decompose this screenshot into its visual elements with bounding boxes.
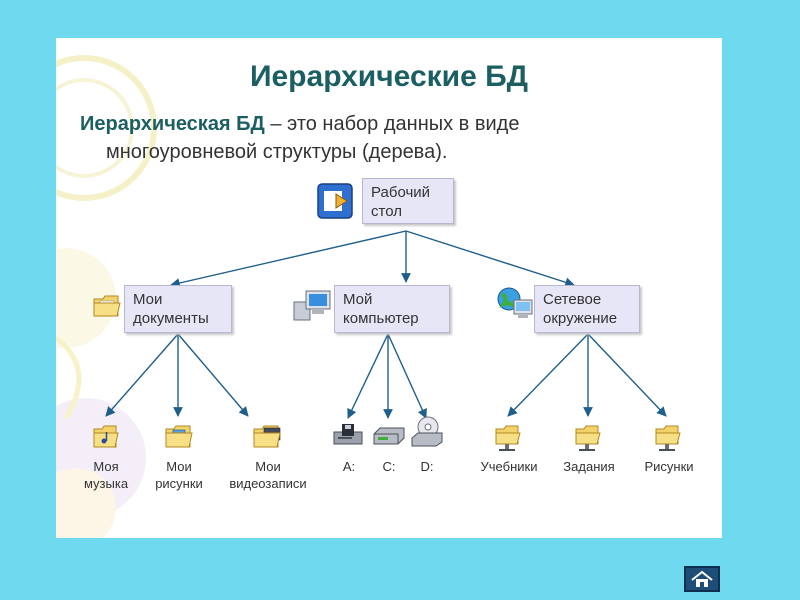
definition-line2: многоуровневой структуры (дерева). bbox=[106, 141, 448, 163]
leaf-my-music-line2: музыка bbox=[83, 476, 129, 491]
leaf-textbooks[interactable]: Учебники bbox=[480, 459, 538, 474]
node-network-line2: окружение bbox=[543, 310, 618, 327]
leaf-my-videos[interactable]: Мои видеозаписи bbox=[218, 458, 318, 492]
connector-computer-a bbox=[347, 333, 389, 419]
connector-root-network bbox=[405, 230, 575, 287]
node-my-documents-line1: Мои bbox=[133, 291, 163, 308]
slide: Иерархические БД Иерархическая БД – это … bbox=[56, 38, 722, 538]
desktop-icon bbox=[317, 183, 353, 219]
my-computer-icon bbox=[293, 290, 331, 321]
pictures-folder-icon bbox=[165, 425, 193, 448]
definition-dash: – bbox=[264, 113, 288, 135]
floppy-drive-icon bbox=[333, 424, 363, 445]
home-button[interactable] bbox=[684, 566, 720, 592]
documents-folder-icon bbox=[93, 295, 121, 317]
leaf-my-videos-line1: Мои bbox=[255, 459, 281, 474]
slide-title: Иерархические БД bbox=[249, 60, 529, 93]
leaf-drive-a[interactable]: A: bbox=[342, 459, 356, 474]
node-desktop[interactable]: Рабочий стол bbox=[362, 178, 454, 224]
background-decoration bbox=[56, 55, 157, 538]
leaf-my-pictures-line1: Мои bbox=[166, 459, 192, 474]
cd-drive-icon bbox=[411, 416, 443, 447]
node-my-computer-line2: компьютер bbox=[343, 310, 419, 327]
tree-connectors bbox=[105, 230, 667, 419]
leaf-my-pictures-line2: рисунки bbox=[155, 476, 203, 491]
node-my-documents-line2: документы bbox=[133, 310, 209, 327]
connector-network-textbooks bbox=[507, 333, 589, 417]
hard-drive-icon bbox=[373, 427, 405, 445]
node-network-line1: Сетевое bbox=[543, 291, 602, 308]
connector-network-pictures bbox=[587, 333, 667, 417]
shared-folder-tasks-icon bbox=[575, 425, 601, 451]
leaf-my-videos-line2: видеозаписи bbox=[229, 476, 307, 491]
node-desktop-line1: Рабочий bbox=[371, 184, 431, 201]
node-my-computer[interactable]: Мой компьютер bbox=[334, 285, 450, 333]
node-desktop-line2: стол bbox=[371, 203, 402, 220]
leaf-my-pictures[interactable]: Мои рисунки bbox=[144, 458, 214, 492]
videos-folder-icon bbox=[253, 425, 281, 448]
definition-text: Иерархическая БД – это набор данных в ви… bbox=[80, 110, 700, 166]
node-my-computer-line1: Мой bbox=[343, 291, 373, 308]
leaf-drive-c[interactable]: C: bbox=[382, 459, 396, 474]
leaf-pictures[interactable]: Рисунки bbox=[644, 459, 694, 474]
node-my-documents[interactable]: Мои документы bbox=[124, 285, 232, 333]
connector-computer-d bbox=[387, 333, 427, 419]
connector-documents-videos bbox=[177, 333, 249, 417]
music-folder-icon bbox=[93, 425, 119, 448]
leaf-tasks[interactable]: Задания bbox=[563, 459, 615, 474]
leaf-my-music-line1: Моя bbox=[93, 459, 119, 474]
leaf-my-music[interactable]: Моя музыка bbox=[71, 458, 141, 492]
definition-term: Иерархическая БД bbox=[80, 113, 265, 135]
shared-folder-pictures-icon bbox=[655, 425, 681, 451]
network-neighborhood-icon bbox=[497, 287, 533, 318]
leaf-drive-d[interactable]: D: bbox=[420, 459, 434, 474]
connector-documents-music bbox=[105, 333, 179, 417]
definition-line1: это набор данных в виде bbox=[287, 113, 520, 135]
connector-root-documents bbox=[170, 230, 407, 288]
home-icon bbox=[691, 570, 713, 587]
node-network[interactable]: Сетевое окружение bbox=[534, 285, 640, 333]
shared-folder-textbooks-icon bbox=[495, 425, 521, 451]
